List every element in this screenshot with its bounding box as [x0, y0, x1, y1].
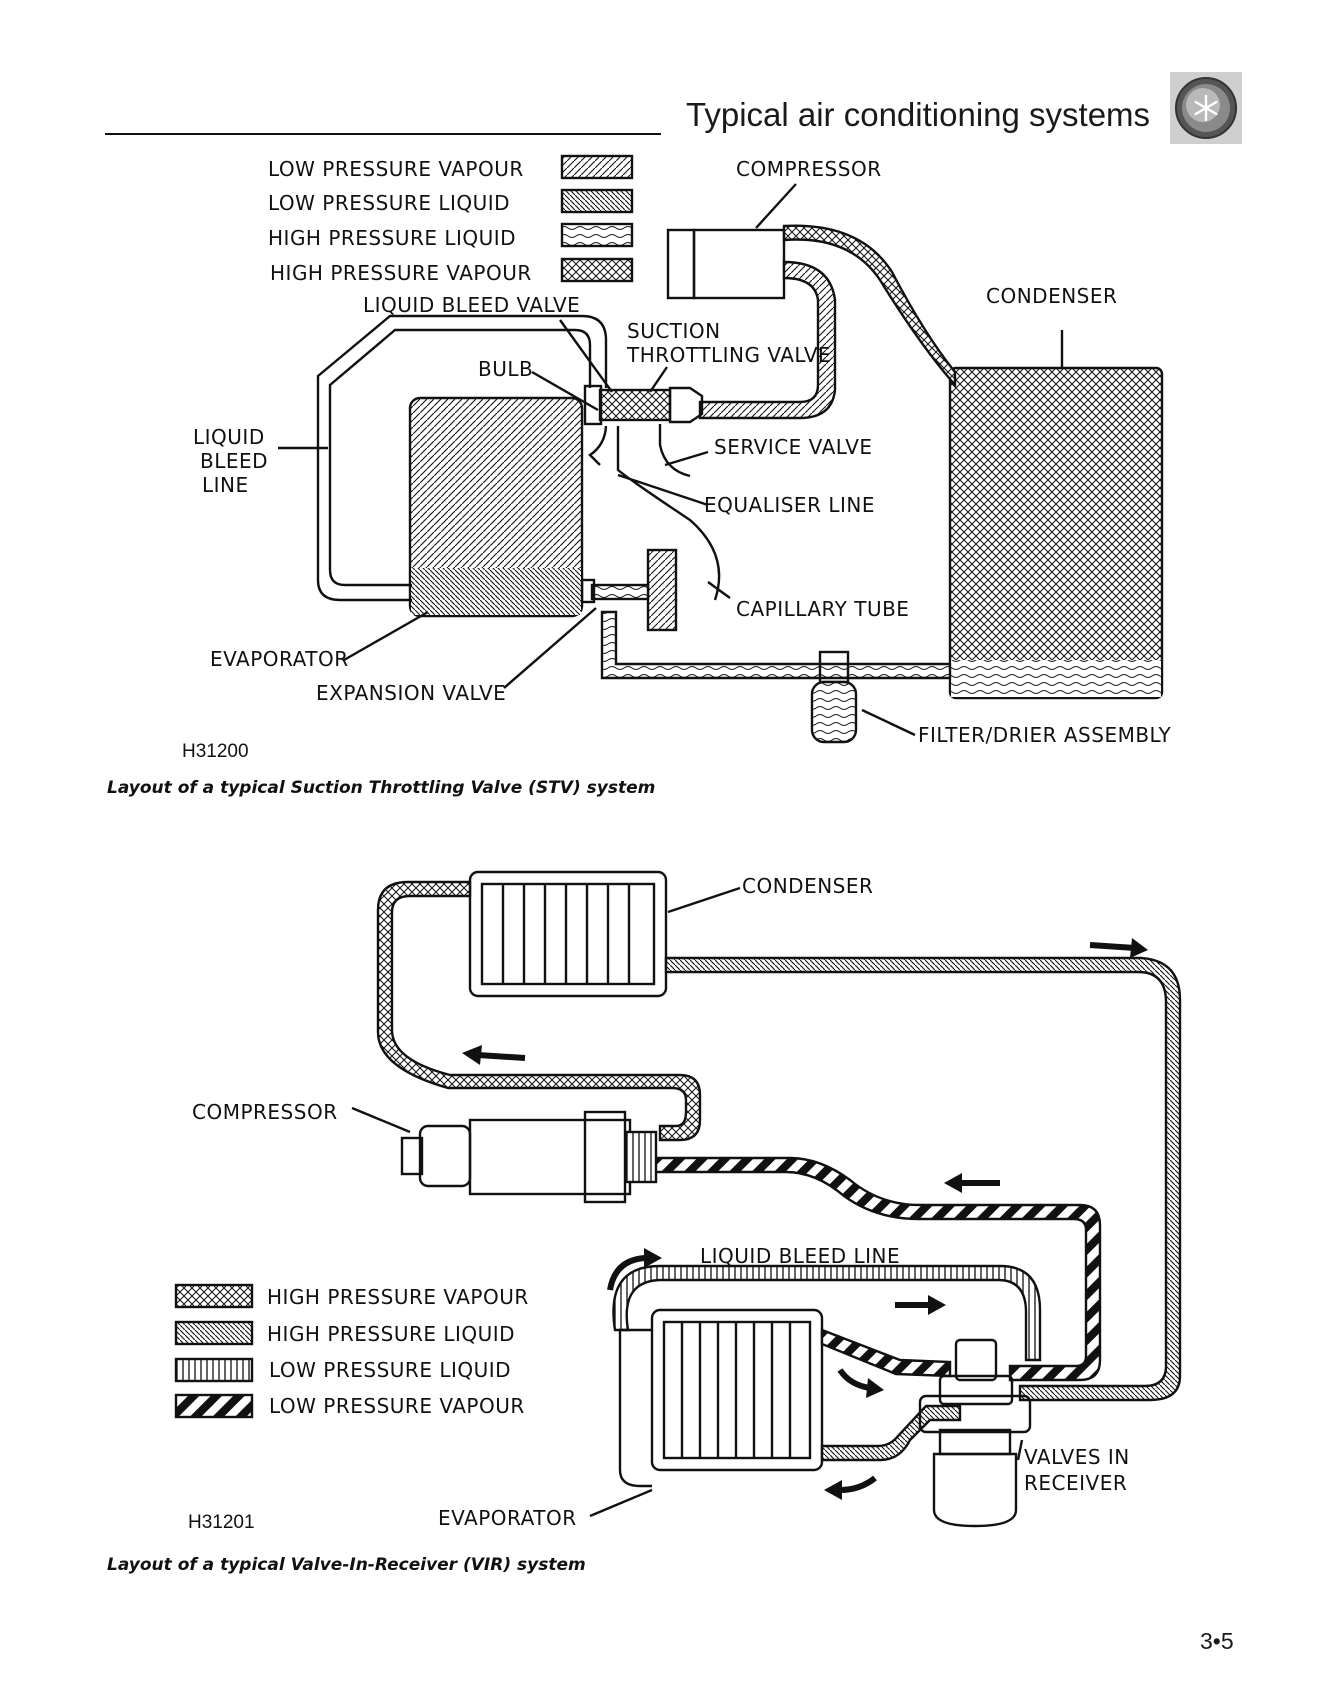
page-title: Typical air conditioning systems	[686, 96, 1151, 133]
swatch-low-pressure-vapour	[174, 1393, 254, 1419]
condenser-liquid	[951, 660, 1161, 697]
figure-ref: H31200	[182, 741, 249, 762]
page-number: 3•5	[1200, 1628, 1234, 1654]
label-filter-drier: FILTER/DRIER ASSEMBLY	[918, 723, 1172, 747]
label-liquid-bleed-valve: LIQUID BLEED VALVE	[363, 293, 580, 317]
suction-line	[698, 260, 837, 420]
label-compressor: COMPRESSOR	[736, 157, 882, 181]
suction-throttling-valve	[598, 388, 672, 422]
discharge-line	[782, 224, 957, 389]
discharge-line-2	[376, 880, 702, 1142]
evaporator-liquid	[411, 568, 581, 615]
label-liquid: LIQUID	[193, 425, 265, 449]
legend-item: HIGH PRESSURE LIQUID	[267, 1322, 515, 1346]
figure-caption: Layout of a typical Valve-In-Receiver (V…	[107, 1555, 586, 1575]
expansion-valve-body	[646, 548, 678, 632]
swatch-high-pressure-vapour	[174, 1283, 254, 1309]
stv-diagram: LOW PRESSURE VAPOUR LOW PRESSURE LIQUID …	[182, 154, 1172, 762]
suction-line-2	[653, 1156, 1102, 1382]
evaporator-2	[650, 1308, 824, 1472]
legend-item: LOW PRESSURE VAPOUR	[268, 157, 524, 181]
compressor	[666, 228, 786, 300]
liquid-line-2	[664, 956, 1182, 1402]
swatch-low-pressure-vapour	[560, 154, 634, 180]
swatch-high-pressure-liquid	[174, 1320, 254, 1346]
label-evaporator: EVAPORATOR	[210, 647, 349, 671]
label-capillary-tube: CAPILLARY TUBE	[736, 597, 909, 621]
liquid-bleed-line-2	[612, 1264, 1042, 1362]
label-service-valve: SERVICE VALVE	[714, 435, 873, 459]
swatch-low-pressure-liquid	[174, 1357, 254, 1383]
filter-drier	[810, 650, 858, 744]
label-receiver: RECEIVER	[1024, 1471, 1127, 1495]
legend-item: LOW PRESSURE LIQUID	[268, 191, 510, 215]
label-evaporator-2: EVAPORATOR	[438, 1506, 577, 1530]
legend-item: HIGH PRESSURE VAPOUR	[270, 261, 532, 285]
vir-diagram: HIGH PRESSURE VAPOUR HIGH PRESSURE LIQUI…	[174, 870, 1182, 1533]
condenser-2	[468, 870, 668, 998]
label-condenser-2: CONDENSER	[742, 874, 873, 898]
label-line: LINE	[202, 473, 249, 497]
label-equaliser-line: EQUALISER LINE	[704, 493, 875, 517]
label-throttling-valve: THROTTLING VALVE	[626, 343, 831, 367]
legend-2: HIGH PRESSURE VAPOUR HIGH PRESSURE LIQUI…	[174, 1283, 529, 1419]
figure-ref: H31201	[188, 1512, 255, 1533]
label-compressor-2: COMPRESSOR	[192, 1100, 338, 1124]
condenser-block	[948, 366, 1164, 700]
label-liquid-bleed-line: LIQUID BLEED LINE	[700, 1244, 900, 1268]
label-suction: SUCTION	[627, 319, 721, 343]
evaporator-inlet	[820, 1404, 962, 1462]
legend-item: HIGH PRESSURE LIQUID	[268, 226, 516, 250]
header-rule	[105, 133, 661, 135]
swatch-high-pressure-liquid	[560, 222, 634, 248]
evaporator-outlet	[820, 1328, 952, 1378]
snowflake-icon	[1170, 72, 1242, 144]
swatch-low-pressure-liquid	[560, 188, 634, 214]
flow-arrows	[462, 938, 1148, 1500]
swatch-high-pressure-vapour	[560, 257, 634, 283]
compressor-2	[400, 1110, 658, 1204]
legend-item: HIGH PRESSURE VAPOUR	[267, 1285, 529, 1309]
figure-caption: Layout of a typical Suction Throttling V…	[107, 778, 656, 798]
legend-item: LOW PRESSURE VAPOUR	[269, 1394, 525, 1418]
label-valves-in: VALVES IN	[1024, 1445, 1130, 1469]
evaporator-block	[408, 396, 584, 618]
label-condenser: CONDENSER	[986, 284, 1117, 308]
label-bleed: BLEED	[200, 449, 268, 473]
valves-in-receiver	[918, 1338, 1032, 1528]
legend-item: LOW PRESSURE LIQUID	[269, 1358, 511, 1382]
legend-1: LOW PRESSURE VAPOUR LOW PRESSURE LIQUID …	[268, 154, 634, 285]
label-expansion-valve: EXPANSION VALVE	[316, 681, 506, 705]
label-bulb: BULB	[478, 357, 533, 381]
liquid-line	[600, 610, 952, 680]
